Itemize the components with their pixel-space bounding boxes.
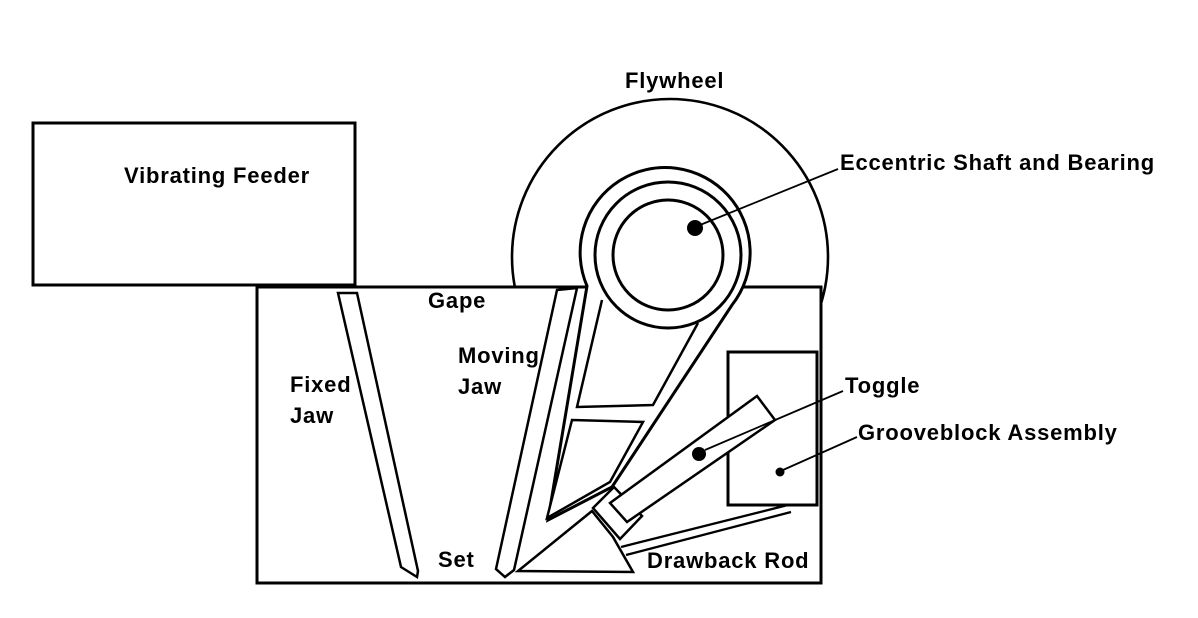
eccentric-leader-line xyxy=(699,168,839,226)
moving-jaw-label-line1: Moving xyxy=(458,343,540,368)
grooveblock-assembly-label: Grooveblock Assembly xyxy=(858,420,1118,445)
toggle-label: Toggle xyxy=(845,373,921,398)
gape-label: Gape xyxy=(428,288,487,313)
pitman-upper-cutout xyxy=(575,299,700,409)
moving-jaw-label-line2: Jaw xyxy=(458,374,502,399)
toggle-pointer-dot xyxy=(692,447,706,461)
drawback-rod-upper-line xyxy=(620,503,789,549)
bearing-circle xyxy=(611,198,725,312)
vibrating-feeder-box xyxy=(31,121,357,287)
bearing-ring-circle xyxy=(593,180,743,330)
grooveblock-leader-line xyxy=(782,436,858,471)
fixed-jaw-label-line1: Fixed xyxy=(290,372,352,397)
fixed-jaw-plate xyxy=(336,291,420,580)
fixed-jaw-label-line2: Jaw xyxy=(290,403,334,428)
moving-jaw-plate xyxy=(494,286,579,579)
eccentric-shaft-label: Eccentric Shaft and Bearing xyxy=(840,150,1156,175)
vibrating-feeder-label: Vibrating Feeder xyxy=(124,163,310,188)
drawback-rod-label: Drawback Rod xyxy=(647,548,810,573)
moving-jaw-label: Moving Jaw xyxy=(458,340,540,402)
drawback-rod-lower-line xyxy=(625,510,792,557)
pitman-lower-cutout xyxy=(545,418,646,521)
toggle-leader-line xyxy=(704,390,844,451)
pitman-bottom-wedge xyxy=(514,509,636,574)
fixed-jaw-label: Fixed Jaw xyxy=(290,369,351,431)
grooveblock-pointer-dot xyxy=(775,467,785,477)
set-label: Set xyxy=(438,547,475,572)
eccentric-pointer-dot xyxy=(687,220,703,236)
flywheel-label: Flywheel xyxy=(625,68,725,93)
